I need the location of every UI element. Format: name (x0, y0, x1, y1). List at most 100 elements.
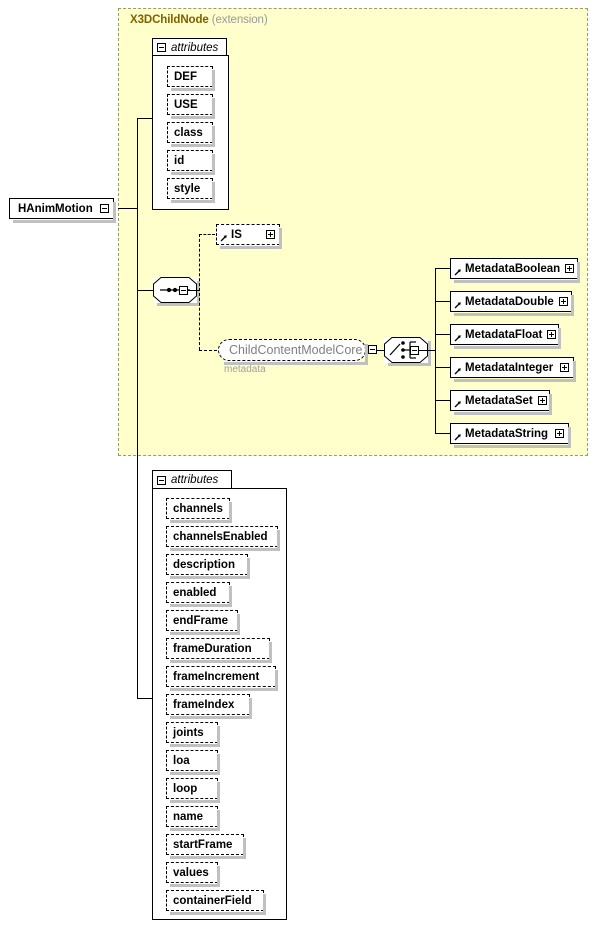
box-shadow (212, 154, 215, 173)
expand-icon[interactable] (555, 429, 564, 438)
root-element-hanimmotion[interactable]: HAnimMotion (9, 198, 116, 223)
attribute-loa[interactable]: loa (166, 750, 220, 775)
connector (435, 433, 450, 434)
attribute-label: frameIndex (173, 698, 235, 711)
attribute-frameduration[interactable]: frameDuration (166, 638, 272, 663)
own-attributes-header[interactable]: attributes (152, 470, 232, 489)
attribute-name[interactable]: name (166, 806, 220, 831)
attribute-label: joints (173, 726, 204, 739)
box-shadow (157, 303, 200, 306)
element-metadataset[interactable]: MetadataSet (450, 390, 552, 415)
box-shadow (247, 558, 250, 577)
collapse-icon[interactable] (179, 286, 188, 295)
attribute-id[interactable]: id (167, 150, 215, 175)
attribute-label: name (173, 810, 204, 823)
element-metadataboolean[interactable]: MetadataBoolean (450, 258, 580, 283)
attribute-label: channels (173, 502, 223, 515)
box-shadow (577, 262, 580, 283)
box-shadow (571, 295, 574, 316)
attribute-containerfield[interactable]: containerField (166, 890, 266, 915)
connector-dashed (199, 234, 200, 350)
box-shadow (454, 346, 561, 349)
box-shadow (237, 614, 240, 633)
extension-qualifier: (extension) (211, 14, 268, 26)
box-shadow (13, 220, 116, 223)
box-shadow (249, 698, 252, 717)
box-shadow (212, 70, 215, 89)
collapse-icon[interactable] (157, 43, 166, 52)
expand-icon[interactable] (558, 297, 568, 306)
box-shadow (428, 341, 431, 366)
attribute-joints[interactable]: joints (166, 722, 220, 747)
box-shadow (229, 502, 232, 521)
element-label: MetadataString (465, 427, 549, 440)
collapse-icon[interactable] (410, 346, 419, 355)
element-label: MetadataInteger (465, 361, 554, 374)
attribute-label: channelsEnabled (173, 530, 268, 543)
attribute-style[interactable]: style (167, 178, 215, 203)
box-shadow (212, 182, 215, 201)
connector (137, 118, 152, 119)
attribute-channels[interactable]: channels (166, 498, 232, 523)
box-shadow (549, 394, 552, 415)
group-ref-childcontentmodelcore[interactable]: ChildContentModelCore (218, 339, 368, 365)
element-label: MetadataSet (465, 394, 533, 407)
box-shadow (558, 328, 561, 349)
connector (435, 400, 450, 401)
box-shadow (217, 866, 220, 885)
expand-icon[interactable] (565, 264, 575, 273)
reference-arrow-icon (454, 368, 461, 375)
box-shadow (217, 726, 220, 745)
box-shadow (388, 363, 431, 366)
box-shadow (568, 427, 571, 448)
attribute-channelsenabled[interactable]: channelsEnabled (166, 526, 280, 551)
collapse-icon[interactable] (99, 204, 109, 213)
element-label: MetadataDouble (465, 295, 554, 308)
box-shadow (279, 228, 282, 249)
attribute-description[interactable]: description (166, 554, 250, 579)
connector (435, 301, 450, 302)
reference-arrow-icon (454, 269, 461, 276)
attribute-use[interactable]: USE (167, 94, 215, 119)
attribute-label: DEF (174, 70, 197, 83)
box-shadow (229, 586, 232, 605)
connector (118, 208, 138, 209)
extension-title: X3DChildNode (extension) (130, 14, 268, 26)
connector-dashed (199, 350, 217, 351)
element-metadatastring[interactable]: MetadataString (450, 423, 571, 448)
collapse-icon[interactable] (157, 475, 166, 485)
box-shadow (454, 445, 571, 448)
expand-icon[interactable] (537, 396, 547, 405)
box-shadow (217, 810, 220, 829)
attribute-frameincrement[interactable]: frameIncrement (166, 666, 278, 691)
expand-icon[interactable] (547, 330, 557, 339)
attribute-enabled[interactable]: enabled (166, 582, 232, 607)
element-metadatafloat[interactable]: MetadataFloat (450, 324, 561, 349)
box-shadow (573, 361, 576, 382)
attribute-label: startFrame (173, 838, 233, 851)
expand-icon[interactable] (266, 230, 275, 239)
attribute-label: description (173, 558, 235, 571)
collapse-icon[interactable] (368, 345, 377, 354)
attribute-startframe[interactable]: startFrame (166, 834, 246, 859)
element-metadatadouble[interactable]: MetadataDouble (450, 291, 574, 316)
element-is[interactable]: IS (216, 224, 282, 249)
attribute-def[interactable]: DEF (167, 66, 215, 91)
sequence-icon (153, 277, 197, 303)
attribute-frameindex[interactable]: frameIndex (166, 694, 252, 719)
group-ref-sublabel: metadata (224, 364, 266, 375)
inherited-attributes-header[interactable]: attributes (152, 38, 227, 56)
box-shadow (217, 782, 220, 801)
box-shadow (454, 313, 574, 316)
attribute-values[interactable]: values (166, 862, 220, 887)
box-shadow (220, 246, 282, 249)
expand-icon[interactable] (560, 363, 569, 372)
element-metadatainteger[interactable]: MetadataInteger (450, 357, 576, 382)
box-shadow (365, 344, 368, 365)
attribute-loop[interactable]: loop (166, 778, 220, 803)
box-shadow (217, 754, 220, 773)
attribute-class[interactable]: class (167, 122, 215, 147)
attribute-endframe[interactable]: endFrame (166, 610, 240, 635)
connector (137, 290, 153, 291)
